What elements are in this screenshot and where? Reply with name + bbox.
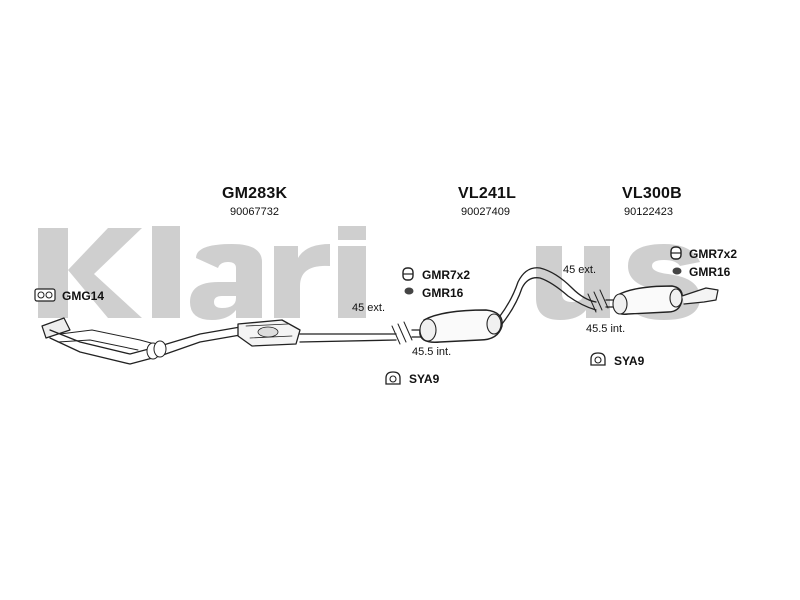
- front-catalyst: [237, 319, 301, 347]
- dimension-rear-int: 45.5 int.: [586, 323, 626, 335]
- gasket-icon: [34, 288, 56, 302]
- clamp-icon: [670, 246, 682, 260]
- hanger-icon: [590, 352, 606, 366]
- front-pipe: [41, 317, 247, 365]
- clamp-icon: [402, 267, 414, 281]
- section-code-middle: VL241L: [458, 185, 517, 202]
- part-mid-gmr7x2: GMR7x2: [422, 268, 471, 282]
- part-rear-gmr7x2: GMR7x2: [689, 247, 738, 261]
- part-rear-sya9: SYA9: [614, 354, 645, 368]
- dimension-mid-ext: 45 ext.: [352, 302, 386, 314]
- section-code-front: GM283K: [222, 185, 288, 202]
- rubber-mount-icon: [404, 287, 414, 295]
- section-number-middle: 90027409: [461, 206, 510, 218]
- part-mid-sya9: SYA9: [409, 372, 440, 386]
- hanger-icon: [385, 371, 401, 385]
- middle-silencer: [411, 309, 503, 343]
- section-number-rear: 90122423: [624, 206, 673, 218]
- part-gmg14: GMG14: [62, 289, 105, 303]
- dimension-rear-ext: 45 ext.: [563, 264, 597, 276]
- part-rear-gmr16: GMR16: [689, 265, 731, 279]
- part-mid-gmr16: GMR16: [422, 286, 464, 300]
- rear-silencer: [605, 285, 719, 315]
- dimension-mid-int: 45.5 int.: [412, 346, 452, 358]
- section-number-front: 90067732: [230, 206, 279, 218]
- rubber-mount-icon: [672, 267, 682, 275]
- section-code-rear: VL300B: [622, 185, 682, 202]
